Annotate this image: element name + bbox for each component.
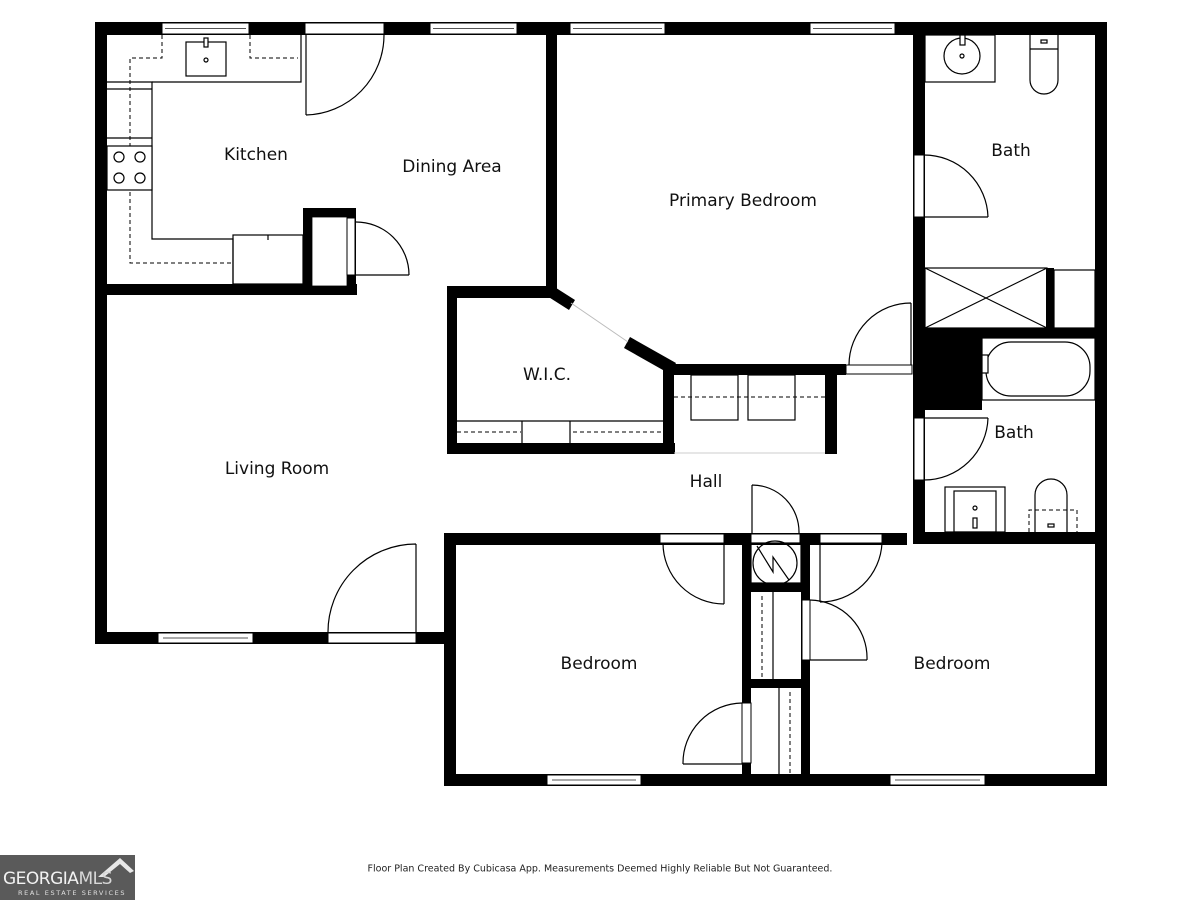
bathtub-icon	[985, 341, 1091, 397]
laundry-closet	[674, 374, 825, 454]
utility-closets	[750, 540, 802, 774]
water-heater-icon	[752, 540, 798, 586]
room-label-bedroom-2: Bedroom	[560, 654, 638, 674]
hall-toilet-icon	[1034, 478, 1068, 532]
room-label-wic: W.I.C.	[523, 365, 571, 385]
toilet-icon	[1029, 35, 1059, 95]
door-swings	[305, 34, 989, 765]
roof-icon	[98, 858, 134, 877]
room-label-kitchen: Kitchen	[224, 145, 288, 165]
room-label-living-room: Living Room	[224, 459, 330, 479]
georgia-mls-logo: GEORGIAMLS REAL ESTATE SERVICES	[0, 855, 135, 900]
room-label-dining-area: Dining Area	[402, 157, 502, 177]
primary-bath-fixtures	[924, 34, 1096, 329]
room-label-hall-bath: Bath	[994, 423, 1034, 443]
logo-brand: GEORGIAMLS	[3, 869, 112, 889]
windows	[157, 22, 986, 786]
room-label-hall: Hall	[689, 472, 723, 492]
wic-shelving	[457, 420, 663, 443]
disclaimer-note: Floor Plan Created By Cubicasa App. Meas…	[367, 863, 833, 875]
stove-icon	[106, 145, 153, 191]
room-label-primary-bath: Bath	[991, 141, 1031, 161]
kitchen-counters	[106, 35, 304, 285]
room-label-primary-bedroom: Primary Bedroom	[669, 191, 817, 211]
kitchen-sink-icon	[185, 41, 227, 77]
room-label-bedroom-3: Bedroom	[913, 654, 991, 674]
logo-subtitle: REAL ESTATE SERVICES	[18, 889, 127, 897]
hall-bath-sink-icon	[953, 490, 997, 533]
hall-bath-fixtures	[944, 337, 1096, 533]
logo-brand-primary: GEORGIA	[3, 869, 79, 889]
logo-brand-secondary: MLS	[78, 869, 112, 889]
